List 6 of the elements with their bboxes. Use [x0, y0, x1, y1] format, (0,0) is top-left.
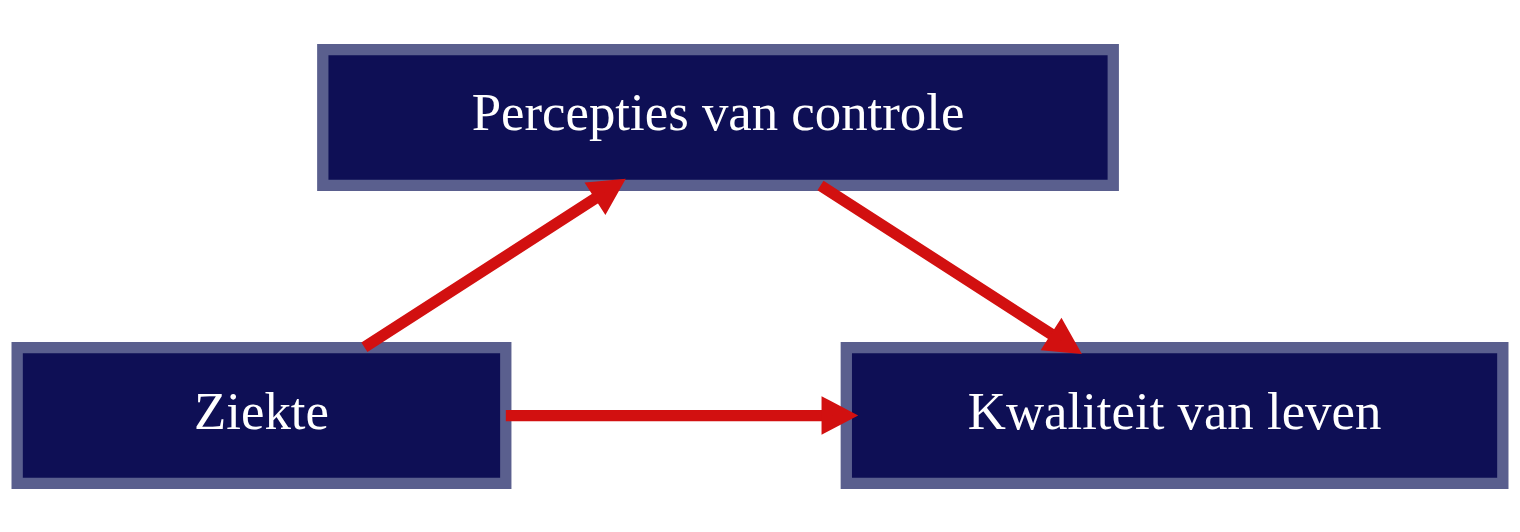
arrow	[817, 180, 1082, 354]
arrow	[505, 395, 859, 435]
node-box: Kwaliteit van leven	[840, 341, 1509, 489]
node-box: Ziekte	[11, 341, 512, 489]
node-box: Percepties van controle	[317, 43, 1119, 191]
arrow	[361, 178, 626, 352]
